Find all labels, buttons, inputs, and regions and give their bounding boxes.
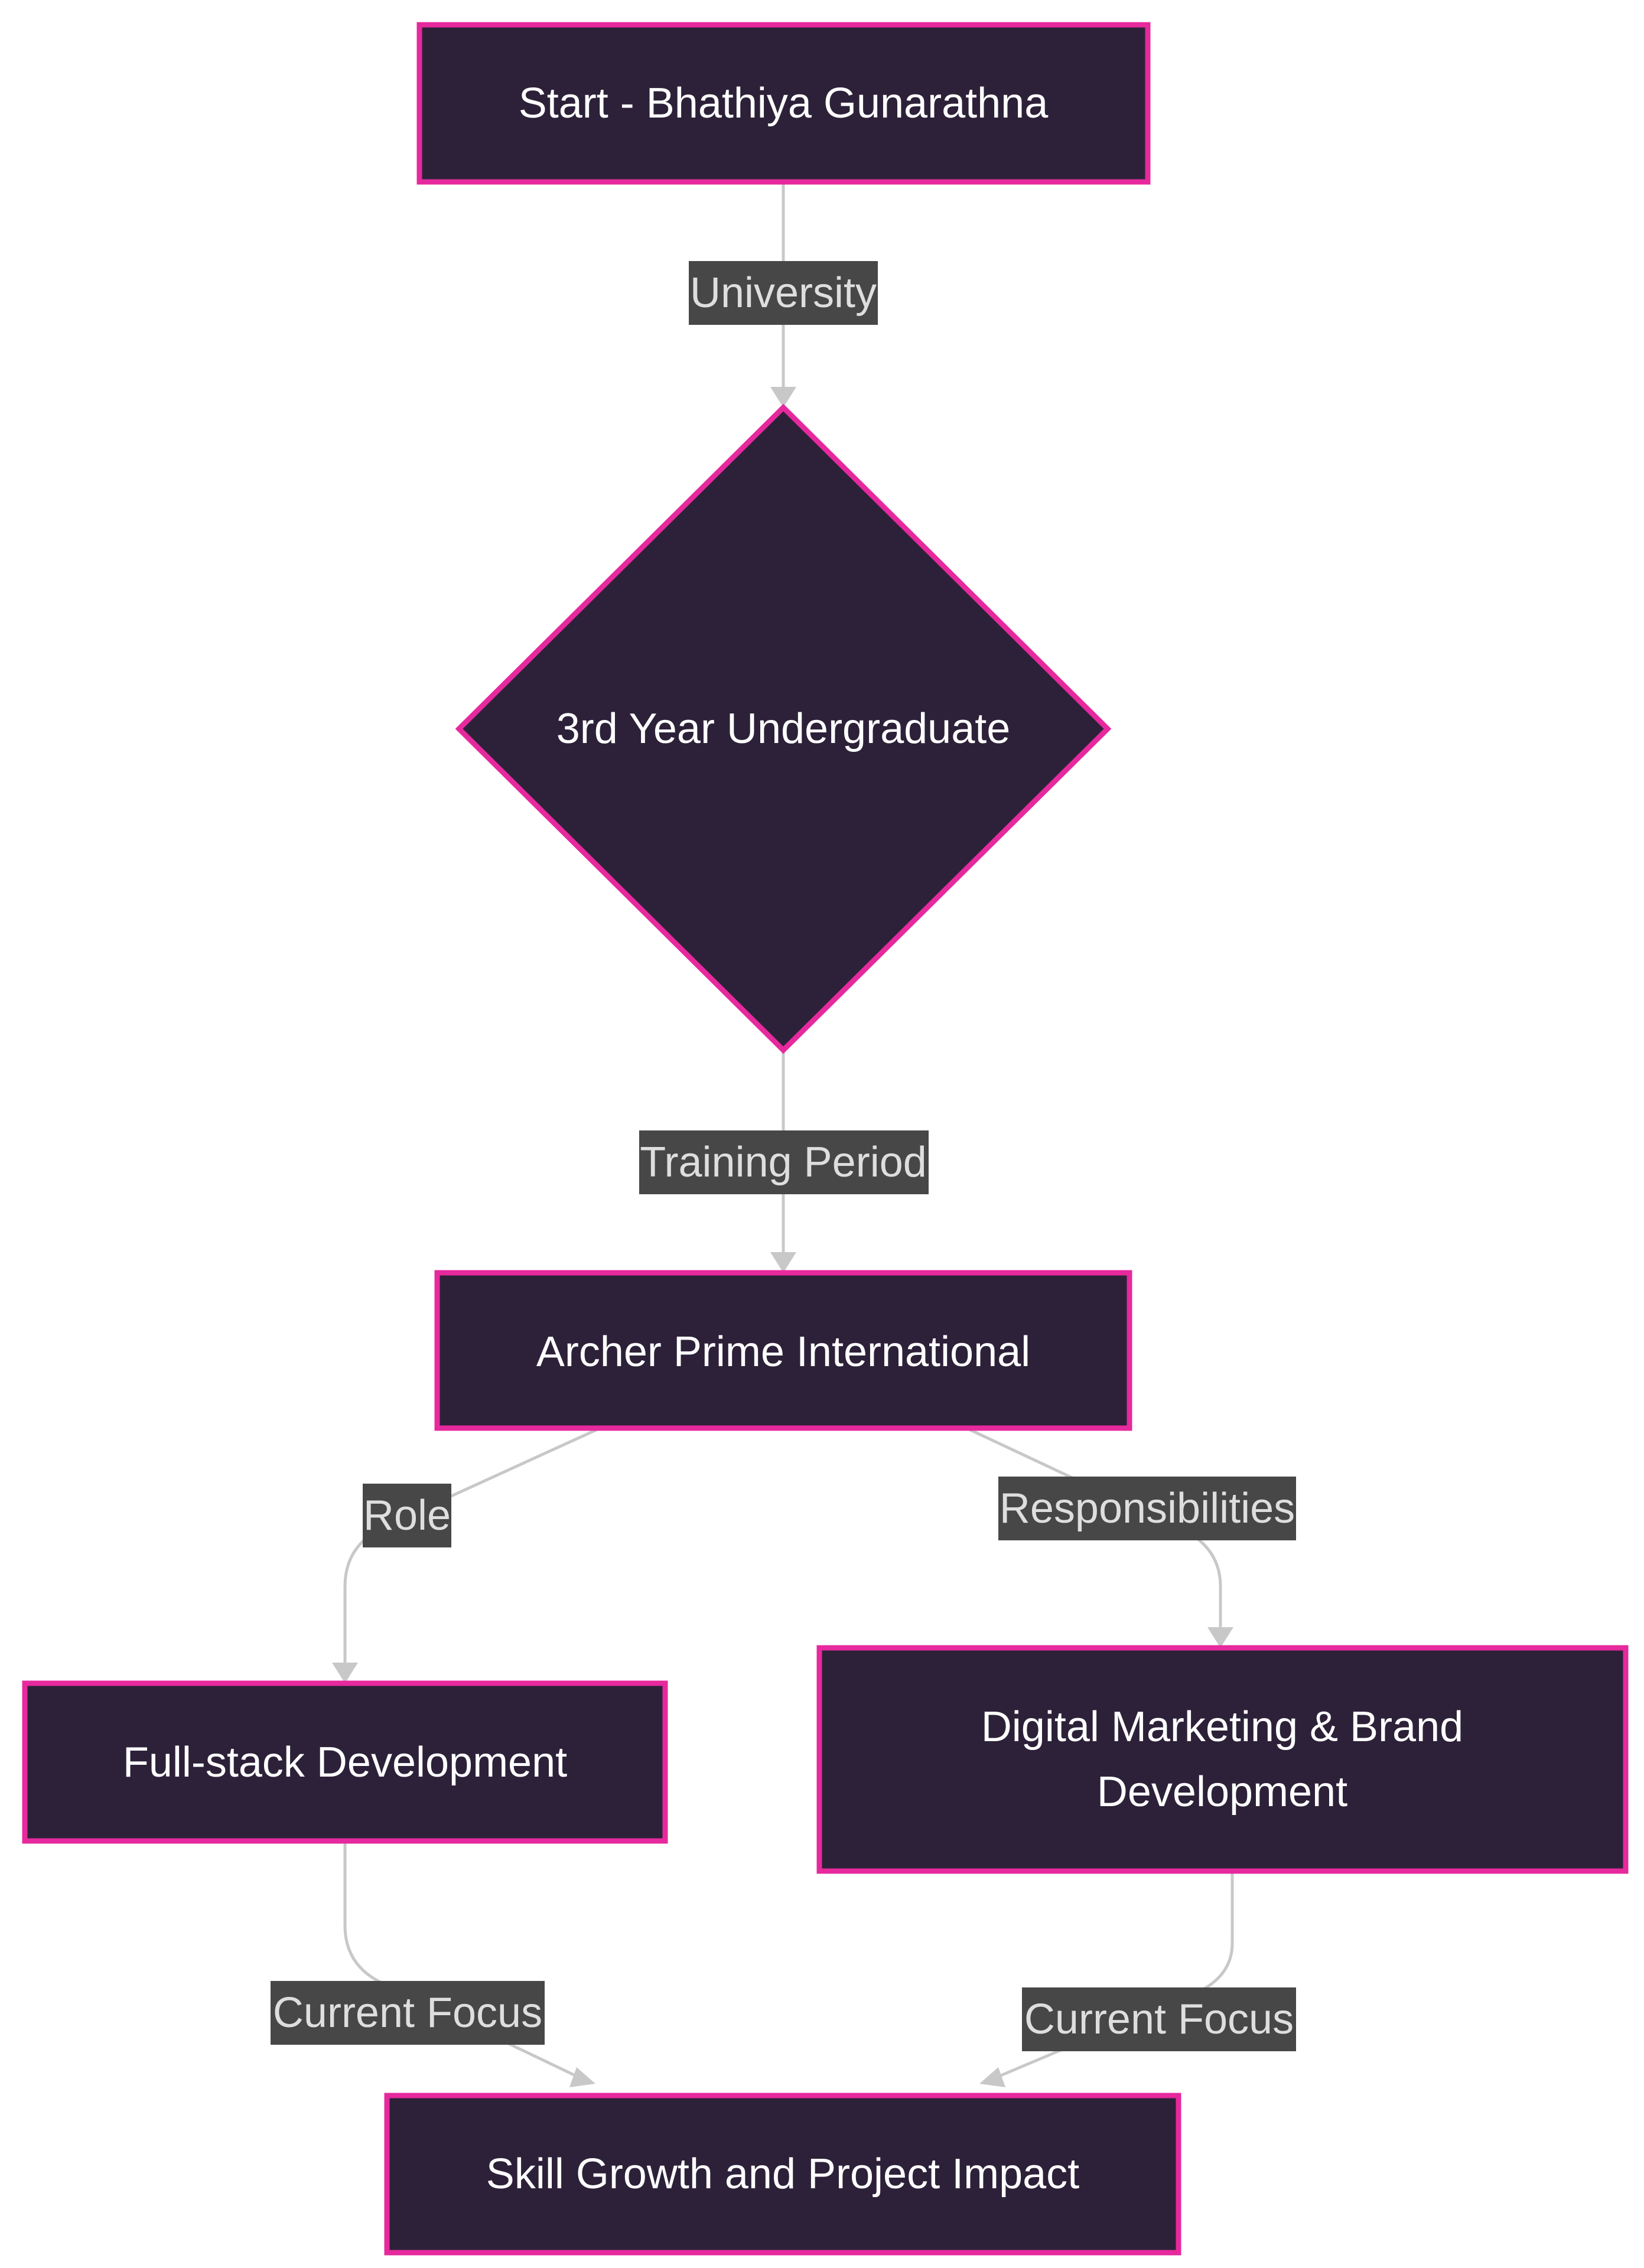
edge-labels: University Training Period Role Responsi… (271, 261, 1296, 2051)
node-fullstack-label: Full-stack Development (123, 1739, 567, 1786)
edge-label-responsibilities: Responsibilities (998, 1477, 1296, 1540)
node-impact[interactable]: Skill Growth and Project Impact (384, 2093, 1181, 2256)
node-marketing-label-line1: Digital Marketing & Brand (981, 1703, 1463, 1751)
node-impact-label: Skill Growth and Project Impact (486, 2150, 1079, 2198)
edge-label-current-focus-right: Current Focus (1022, 1987, 1296, 2051)
edge-label-training-period: Training Period (639, 1130, 929, 1194)
arrow-start-to-undergrad (770, 387, 796, 408)
arrow-fullstack-to-impact (569, 2067, 595, 2087)
edge-label-role-text: Role (363, 1492, 451, 1539)
node-undergrad-diamond[interactable]: 3rd Year Undergraduate (455, 403, 1112, 1054)
edge-label-training-period-text: Training Period (640, 1139, 927, 1186)
node-marketing[interactable]: Digital Marketing & Brand Development (816, 1645, 1629, 1874)
edge-label-current-focus-right-text: Current Focus (1024, 1996, 1294, 2043)
arrow-undergrad-to-company (770, 1252, 796, 1273)
node-fullstack[interactable]: Full-stack Development (22, 1680, 668, 1844)
edge-label-current-focus-left: Current Focus (271, 1981, 545, 2045)
arrow-company-to-fullstack (332, 1663, 358, 1683)
edge-label-current-focus-left-text: Current Focus (273, 1989, 542, 2036)
edge-label-responsibilities-text: Responsibilities (1000, 1485, 1295, 1532)
node-company-label: Archer Prime International (536, 1328, 1030, 1376)
node-start[interactable]: Start - Bhathiya Gunarathna (416, 22, 1151, 185)
edge-label-university-text: University (690, 269, 877, 317)
node-undergrad-label: 3rd Year Undergraduate (556, 705, 1011, 752)
node-company[interactable]: Archer Prime International (434, 1270, 1132, 1431)
arrow-marketing-to-impact (979, 2067, 1005, 2087)
arrow-company-to-marketing (1207, 1627, 1233, 1648)
edge-label-university: University (689, 261, 878, 325)
edge-label-role: Role (363, 1484, 451, 1547)
node-start-label: Start - Bhathiya Gunarathna (519, 80, 1049, 127)
nodes: Start - Bhathiya Gunarathna 3rd Year Und… (22, 22, 1629, 2256)
node-marketing-label-line2: Development (1097, 1768, 1347, 1816)
